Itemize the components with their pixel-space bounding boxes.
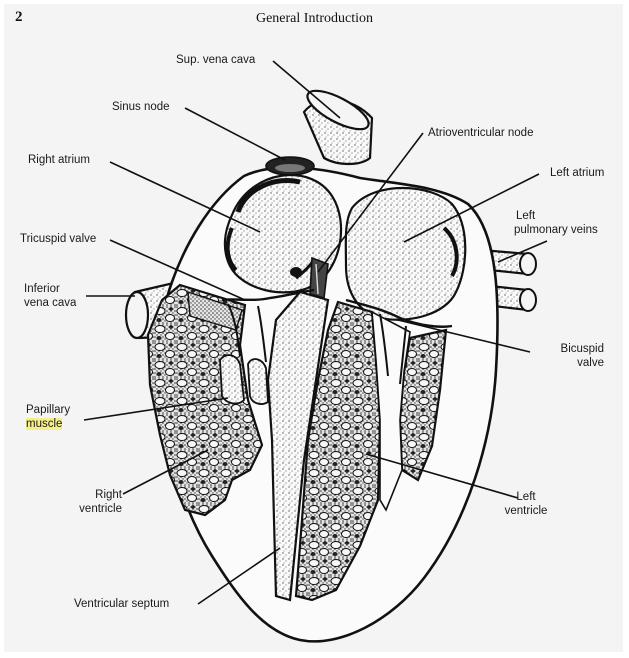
label-papillary-muscle: Papillary muscle [26,403,70,431]
highlighted-word: muscle [26,418,62,430]
leader-sinus-node [185,108,285,160]
label-left-ventricle: Left ventricle [496,490,556,518]
label-sup-vena-cava: Sup. vena cava [176,53,255,67]
label-tricuspid-valve: Tricuspid valve [20,232,96,246]
label-right-ventricle: Right ventricle [64,488,122,516]
label-left-pulmonary-veins: Left pulmonary veins [514,209,598,237]
label-bicuspid-valve: Bicuspid valve [532,342,604,370]
label-sinus-node: Sinus node [112,100,170,114]
av-node [310,258,328,298]
label-left-atrium: Left atrium [550,166,604,180]
label-ventricular-septum: Ventricular septum [74,597,169,611]
label-av-node: Atrioventricular node [428,126,533,140]
left-atrium [346,188,465,320]
sinus-node [266,157,314,175]
label-right-atrium: Right atrium [28,153,90,167]
label-inferior-vena-cava: Inferior vena cava [24,282,76,310]
